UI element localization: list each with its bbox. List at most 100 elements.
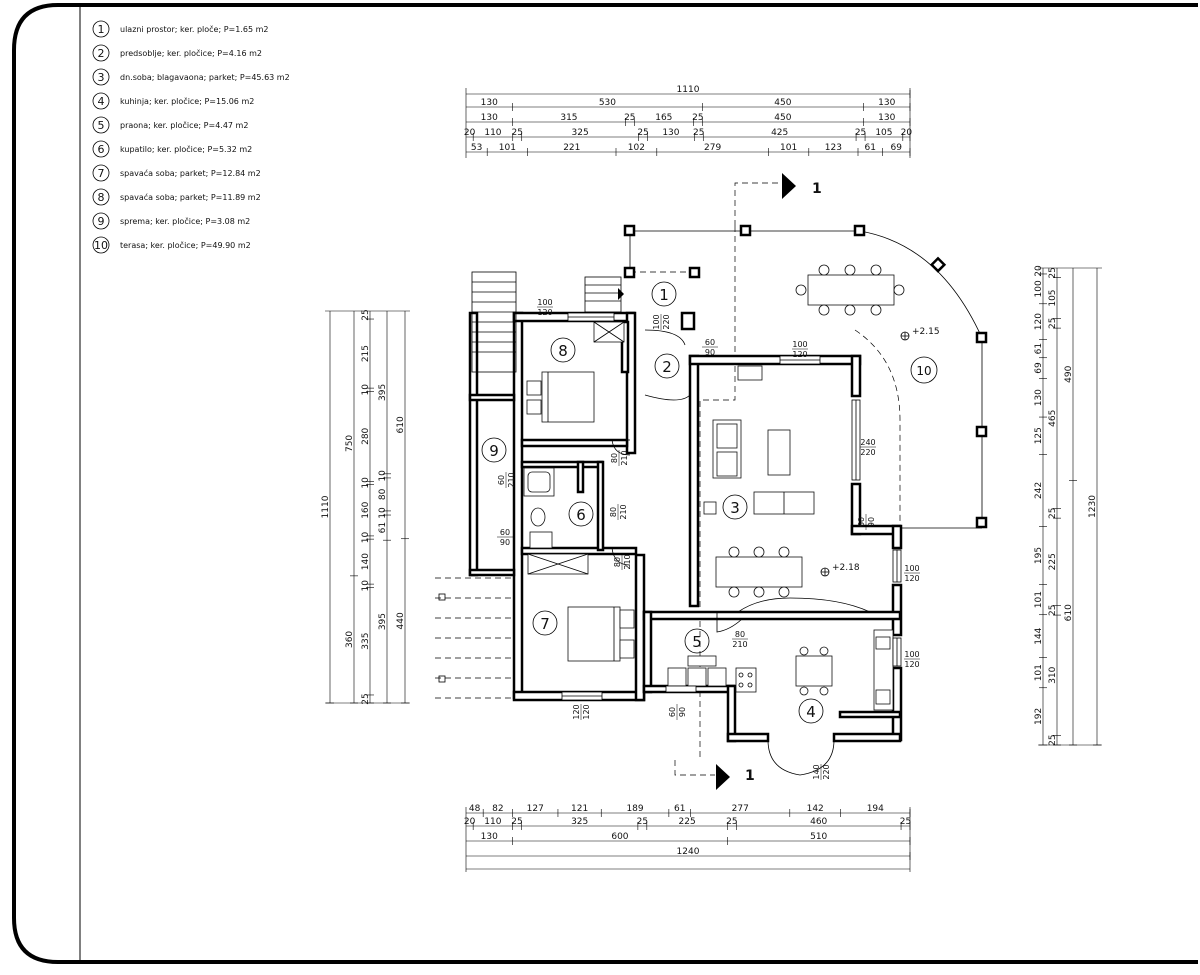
- dimension-label: 120: [1034, 313, 1044, 330]
- dimension-label: 61: [674, 804, 685, 814]
- elevation-label: +2.18: [832, 563, 860, 573]
- opening-height: 210: [507, 472, 516, 487]
- opening-width: 60: [668, 707, 677, 717]
- dimension-label: 125: [1034, 427, 1044, 444]
- walls: [468, 311, 903, 743]
- dining-table: [715, 556, 803, 588]
- dimension-label: 20: [464, 817, 476, 827]
- opening-width: 140: [812, 764, 821, 779]
- dimension-label: 25: [361, 309, 371, 320]
- dimension-label: 10: [361, 532, 371, 544]
- legend-label: dn.soba; blagavaona; parket; P=45.63 m2: [120, 73, 290, 82]
- legend-item: 4 kuhinja; ker. pločice; P=15.06 m2: [92, 92, 254, 110]
- dimension-label: 101: [1034, 591, 1044, 608]
- dimension-label: 25: [637, 817, 648, 827]
- legend-number: 8: [98, 191, 105, 204]
- legend-number: 3: [98, 71, 105, 84]
- dimension-label: 61: [1034, 343, 1044, 354]
- legend-number: 1: [98, 23, 105, 36]
- dimension-label: 450: [774, 113, 791, 123]
- dimension-label: 450: [774, 98, 791, 108]
- dimension-label: 80: [378, 488, 388, 500]
- opening-width: 80: [609, 507, 618, 517]
- dimension-label: 279: [704, 143, 721, 153]
- opening-height: 120: [904, 574, 919, 583]
- dimension-label: 25: [637, 128, 648, 138]
- opening-height: 220: [662, 314, 671, 329]
- legend-label: predsoblje; ker. pločice; P=4.16 m2: [120, 48, 262, 58]
- legend-item: 7 spavaća soba; parket; P=12.84 m2: [92, 164, 261, 182]
- opening-width: 100: [652, 314, 661, 329]
- dimension-label: 460: [810, 817, 827, 827]
- legend-label: praona; ker. pločice; P=4.47 m2: [120, 120, 248, 130]
- opening-height: 120: [537, 308, 552, 317]
- dimension-label: 25: [511, 817, 522, 827]
- furniture: [523, 264, 905, 711]
- dimension-label: 25: [726, 817, 737, 827]
- opening-height: 90: [705, 348, 715, 357]
- opening-height: 90: [500, 538, 510, 547]
- dimension-label: 140: [361, 553, 371, 570]
- dimension-lines: [325, 88, 1102, 872]
- opening-width: 100: [792, 340, 807, 349]
- opening-height: 210: [732, 640, 747, 649]
- dimension-label: 25: [900, 817, 911, 827]
- legend-label: spavaća soba; parket; P=12.84 m2: [120, 168, 261, 178]
- legend-number: 10: [94, 239, 108, 252]
- room-markers: 1 2 3 4 5 6 7 8 9 10: [481, 281, 938, 724]
- dimension-label: 335: [361, 633, 371, 650]
- opening-width: 240: [860, 438, 875, 447]
- kitchen-table: [795, 655, 833, 687]
- dimension-label: 10: [361, 384, 371, 396]
- bed: [541, 371, 595, 423]
- dimension-label: 130: [481, 113, 498, 123]
- legend-item: 6 kupatilo; ker. pločice; P=5.32 m2: [92, 140, 252, 158]
- elevation-markers: +2.15 +2.18: [820, 327, 940, 577]
- section-label: 1: [745, 768, 755, 784]
- dimension-label: 10: [361, 580, 371, 592]
- dimension-label: 100: [1034, 280, 1044, 297]
- dimension-label: 61: [378, 522, 388, 533]
- dimension-label: 82: [492, 804, 503, 814]
- dimension-label: 121: [571, 804, 588, 814]
- opening-height: 210: [619, 504, 628, 519]
- dimension-label: 20: [901, 128, 913, 138]
- dimension-label: 165: [655, 113, 672, 123]
- opening-width: 60: [497, 475, 506, 485]
- room-number: 10: [916, 364, 931, 378]
- room-number: 8: [558, 342, 568, 360]
- legend-label: ulazni prostor; ker. ploče; P=1.65 m2: [120, 24, 268, 34]
- dimension-label: 395: [378, 613, 388, 630]
- legend-label: sprema; ker. pločice; P=3.08 m2: [120, 216, 250, 226]
- legend-item: 1 ulazni prostor; ker. ploče; P=1.65 m2: [92, 20, 268, 38]
- opening-height: 210: [620, 450, 629, 465]
- opening-width: 80: [735, 630, 745, 639]
- dimension-label: 194: [867, 804, 884, 814]
- opening-height: 120: [904, 660, 919, 669]
- terrace: [623, 224, 988, 529]
- section-arrow: [716, 764, 730, 790]
- legend-number: 4: [98, 95, 105, 108]
- legend-item: 10 terasa; ker. pločice; P=49.90 m2: [92, 236, 251, 254]
- opening-width: 80: [610, 453, 619, 463]
- dimension-label: 130: [662, 128, 679, 138]
- legend-item: 2 predsoblje; ker. pločice; P=4.16 m2: [92, 44, 262, 62]
- dimension-label: 25: [1048, 734, 1058, 745]
- opening-height: 120: [582, 704, 591, 719]
- dimension-label: 25: [693, 128, 704, 138]
- dimension-label: 69: [1034, 362, 1044, 374]
- dimension-label: 10: [361, 477, 371, 489]
- opening-width: 60: [705, 338, 715, 347]
- dimension-label: 360: [345, 631, 355, 648]
- dimension-label: 25: [624, 113, 635, 123]
- dimension-label: 225: [679, 817, 696, 827]
- dimension-label: 277: [732, 804, 749, 814]
- room-number: 9: [489, 442, 499, 460]
